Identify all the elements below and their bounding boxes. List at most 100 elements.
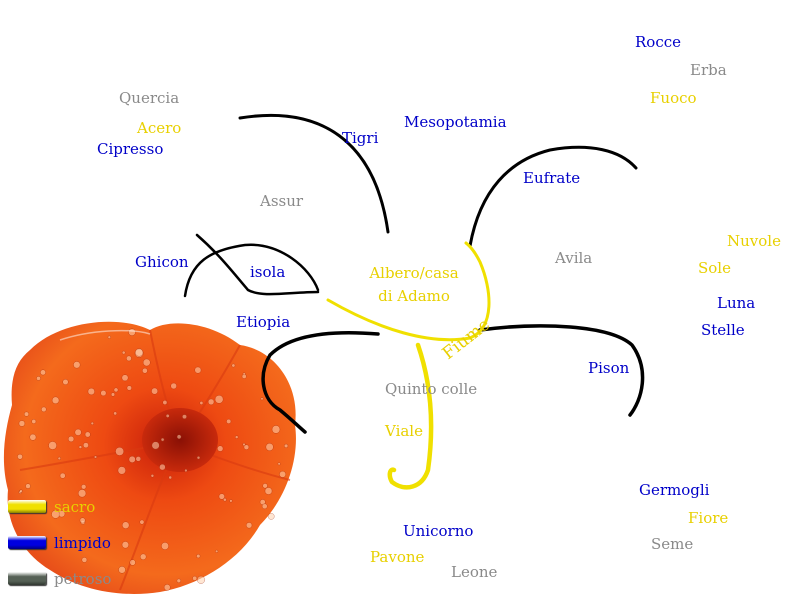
water-droplet [265, 442, 274, 452]
water-droplet [139, 553, 147, 561]
water-droplet [113, 411, 118, 416]
river-branch-viale [387, 342, 434, 490]
water-droplet [217, 445, 224, 452]
water-droplet [31, 419, 37, 424]
water-droplet [168, 475, 173, 480]
node-pison: Pison [588, 359, 630, 377]
water-droplet [118, 566, 126, 574]
water-droplets [17, 328, 289, 591]
water-droplet [165, 413, 170, 418]
water-droplet [231, 363, 236, 368]
water-droplet [264, 487, 273, 495]
node-fuoco: Fuoco [650, 89, 697, 107]
water-droplet [192, 575, 198, 581]
center-node-line1: Albero/casa [369, 264, 459, 282]
water-droplet [196, 455, 201, 460]
water-droplet [226, 418, 232, 424]
water-droplet [62, 378, 69, 386]
node-ghicon: Ghicon [135, 253, 189, 271]
node-quinto-colle: Quinto colle [385, 380, 478, 398]
node-cipresso: Cipresso [97, 140, 164, 158]
water-droplet [283, 443, 289, 449]
water-droplet [17, 453, 23, 460]
water-droplet [277, 462, 281, 466]
node-assur: Assur [260, 192, 304, 210]
node-viale: Viale [385, 422, 423, 440]
river-main-curve [326, 241, 491, 342]
water-droplet [51, 396, 60, 405]
branch-pison [478, 324, 645, 417]
water-droplet [234, 435, 239, 439]
legend-label-petroso: petroso [54, 570, 112, 588]
water-droplet [128, 328, 136, 336]
node-leone: Leone [451, 563, 498, 581]
water-droplet [23, 411, 30, 417]
water-droplet [215, 549, 219, 553]
water-droplet [242, 442, 246, 447]
water-droplet [260, 397, 264, 401]
water-droplet [81, 484, 87, 490]
water-droplet [159, 463, 166, 471]
center-node: Albero/casa di Adamo [362, 262, 466, 308]
water-droplet [93, 455, 98, 459]
water-droplet [121, 374, 129, 382]
water-droplet [115, 446, 125, 456]
water-droplet [79, 517, 86, 524]
water-droplet [223, 497, 227, 502]
node-eufrate: Eufrate [523, 169, 581, 187]
water-droplet [218, 493, 225, 500]
water-droplet [170, 382, 177, 390]
water-droplet [199, 401, 204, 405]
water-droplet [163, 584, 171, 591]
node-stelle: Stelle [701, 321, 745, 339]
water-droplet [126, 355, 132, 362]
water-droplet [196, 575, 206, 584]
water-droplet [142, 367, 148, 374]
water-droplet [113, 387, 119, 393]
water-droplet [84, 431, 91, 438]
water-droplet [51, 509, 60, 519]
node-erba: Erba [690, 61, 727, 79]
branch-tigri [238, 113, 390, 234]
branch-ghicon-lower [183, 243, 320, 298]
node-avila: Avila [555, 249, 593, 267]
river-fiume [326, 241, 491, 490]
water-droplet [117, 466, 126, 475]
water-droplet [90, 421, 94, 426]
water-droplet [134, 348, 144, 357]
water-droplet [18, 420, 26, 427]
water-droplet [74, 428, 82, 436]
node-etiopia: Etiopia [236, 313, 291, 331]
branch-eufrate [468, 145, 638, 248]
water-droplet [261, 503, 268, 510]
node-unicorno: Unicorno [403, 522, 474, 540]
water-droplet [87, 387, 95, 396]
water-droplet [121, 350, 126, 355]
node-rocce: Rocce [635, 33, 682, 51]
water-droplet [161, 542, 169, 550]
branches [183, 113, 645, 434]
center-node-line2: di Adamo [378, 287, 450, 305]
water-droplet [241, 373, 247, 379]
water-droplet [279, 470, 287, 478]
water-droplet [29, 433, 37, 441]
water-droplet [182, 414, 187, 420]
water-droplet [214, 394, 224, 404]
water-droplet [160, 437, 165, 442]
water-droplet [77, 489, 87, 498]
water-droplet [162, 400, 168, 405]
node-nuvole: Nuvole [727, 232, 781, 250]
water-droplet [19, 489, 23, 493]
water-droplet [229, 499, 233, 503]
water-droplet [36, 376, 41, 381]
water-droplet [128, 455, 136, 463]
node-quercia: Quercia [119, 89, 180, 107]
water-droplet [150, 474, 155, 478]
water-droplet [67, 435, 75, 443]
node-sole: Sole [698, 259, 731, 277]
water-droplet [59, 472, 66, 479]
water-droplet [126, 385, 132, 391]
water-droplet [196, 553, 201, 559]
